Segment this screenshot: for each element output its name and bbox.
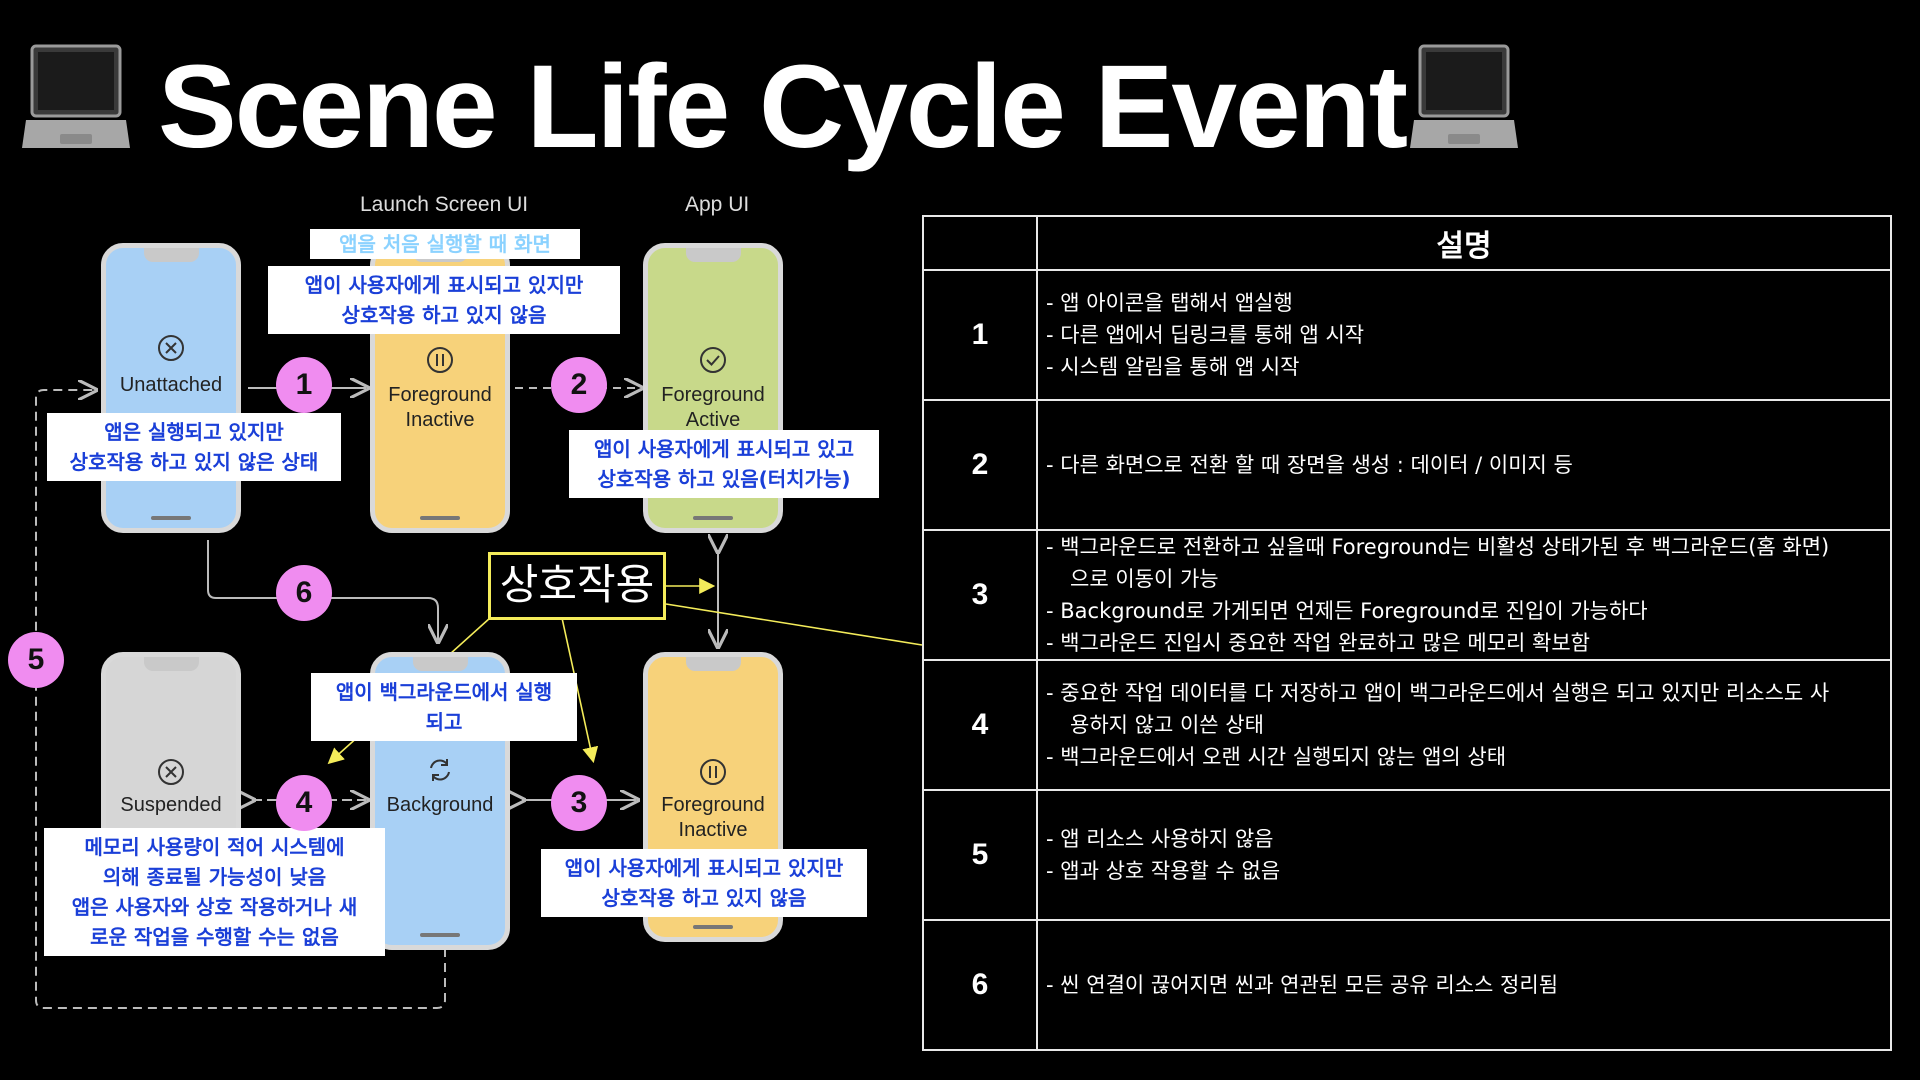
page-title: Scene Life Cycle Event <box>158 41 1408 173</box>
phone-label: Foreground Active <box>661 384 765 431</box>
table-row: 3 - 백그라운드로 전환하고 싶을때 Foreground는 비활성 상태가된… <box>922 529 1892 661</box>
row-line: 으로 이동이 가능 <box>1070 567 1219 591</box>
table-row: 5 - 앱 리소스 사용하지 않음 - 앱과 상호 작용할 수 없음 <box>922 789 1892 921</box>
refresh-icon <box>430 759 450 781</box>
row-number: 6 <box>922 919 1038 1051</box>
note-background-running: 앱이 백그라운드에서 실행 되고 <box>311 673 577 741</box>
row-line: - 씬 연결이 끊어지면 씬과 연관된 모든 공유 리소스 정리됨 <box>1046 973 1559 997</box>
description-table: 설명 1 - 앱 아이콘을 탭해서 앱실행 - 다른 앱에서 딥링크를 통해 앱… <box>922 215 1892 1051</box>
row-line: - 중요한 작업 데이터를 다 저장하고 앱이 백그라운드에서 실행은 되고 있… <box>1046 681 1830 705</box>
phone-label: Foreground Inactive <box>661 794 765 841</box>
row-line: - Background로 가게되면 언제든 Foreground로 진입이 가… <box>1046 599 1648 623</box>
pause-circle-icon <box>427 347 453 373</box>
row-line: - 백그라운드로 전환하고 싶을때 Foreground는 비활성 상태가된 후… <box>1046 535 1830 559</box>
interaction-label: 상호작용 <box>488 552 666 620</box>
note-shown-not-interacting-bottom: 앱이 사용자에게 표시되고 있지만 상호작용 하고 있지 않음 <box>541 849 867 917</box>
laptop-icon <box>1410 44 1518 148</box>
row-number: 3 <box>922 529 1038 661</box>
row-line: - 앱 리소스 사용하지 않음 <box>1046 827 1274 851</box>
step-badge-6: 6 <box>276 565 332 621</box>
row-number: 5 <box>922 789 1038 921</box>
phone-label: Background <box>386 794 494 816</box>
step-badge-2: 2 <box>551 357 607 413</box>
row-number: 4 <box>922 659 1038 791</box>
phone-unattached: Unattached <box>101 243 241 533</box>
row-line: - 시스템 알림을 통해 앱 시작 <box>1046 355 1300 379</box>
circle-x-icon <box>158 335 184 361</box>
row-line: - 다른 앱에서 딥링크를 통해 앱 시작 <box>1046 323 1365 347</box>
row-number: 2 <box>922 399 1038 531</box>
table-header: 설명 <box>1036 215 1892 271</box>
row-line: 용하지 않고 이쓴 상태 <box>1070 713 1264 737</box>
note-launch-first: 앱을 처음 실행할 때 화면 <box>310 229 580 259</box>
row-line: - 백그라운드에서 오랜 시간 실행되지 않는 앱의 상태 <box>1046 745 1507 769</box>
row-line: - 다른 화면으로 전환 할 때 장면을 생성 : 데이터 / 이미지 등 <box>1046 453 1573 477</box>
phone-label: Suspended <box>120 794 222 816</box>
step-badge-4: 4 <box>276 775 332 831</box>
phone-label: Foreground Inactive <box>388 384 492 431</box>
table-row: 6 - 씬 연결이 끊어지면 씬과 연관된 모든 공유 리소스 정리됨 <box>922 919 1892 1051</box>
table-row: 1 - 앱 아이콘을 탭해서 앱실행 - 다른 앱에서 딥링크를 통해 앱 시작… <box>922 269 1892 401</box>
note-shown-not-interacting-top: 앱이 사용자에게 표시되고 있지만 상호작용 하고 있지 않음 <box>268 266 620 334</box>
row-line: - 앱 아이콘을 탭해서 앱실행 <box>1046 291 1293 315</box>
phone-label: Unattached <box>119 374 223 396</box>
row-line: - 백그라운드 진입시 중요한 작업 완료하고 많은 메모리 확보함 <box>1046 631 1590 655</box>
row-number: 1 <box>922 269 1038 401</box>
table-row: 4 - 중요한 작업 데이터를 다 저장하고 앱이 백그라운드에서 실행은 되고… <box>922 659 1892 791</box>
table-row: 2 - 다른 화면으로 전환 할 때 장면을 생성 : 데이터 / 이미지 등 <box>922 399 1892 531</box>
step-badge-5: 5 <box>8 632 64 688</box>
step-badge-1: 1 <box>276 357 332 413</box>
note-memory-low: 메모리 사용량이 적어 시스템에 의해 종료될 가능성이 낮음 앱은 사용자와 … <box>44 828 385 956</box>
app-ui-caption: App UI <box>685 193 750 216</box>
row-line: - 앱과 상호 작용할 수 없음 <box>1046 859 1281 883</box>
step-badge-3: 3 <box>551 775 607 831</box>
launch-screen-caption: Launch Screen UI <box>360 193 529 216</box>
circle-x-icon <box>158 759 184 785</box>
pause-circle-icon <box>700 759 726 785</box>
check-circle-icon <box>700 347 726 373</box>
note-running-not-interacting: 앱은 실행되고 있지만 상호작용 하고 있지 않은 상태 <box>47 413 341 481</box>
note-shown-interacting: 앱이 사용자에게 표시되고 있고 상호작용 하고 있음(터치가능) <box>569 430 879 498</box>
laptop-icon <box>22 44 130 148</box>
